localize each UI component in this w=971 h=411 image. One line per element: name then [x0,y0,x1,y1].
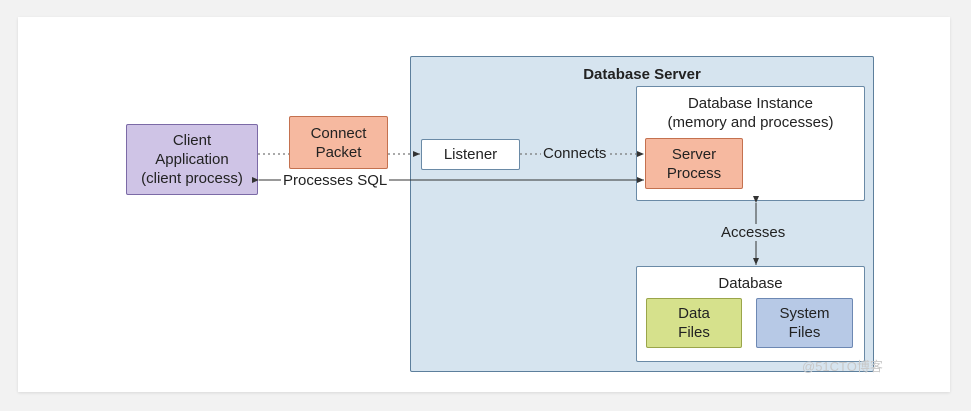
connects-label: Connects [541,145,609,162]
database-instance-title: Database Instance (memory and processes) [667,95,834,131]
accesses-label: Accesses [718,224,789,241]
database-server-title: Database Server [583,66,701,83]
server-process-box: Server Process [645,138,743,189]
database-title: Database [718,275,783,292]
data-files-box: Data Files [646,298,742,348]
client-application-box: Client Application (client process) [126,124,258,195]
server-process-label: Server Process [666,145,722,182]
listener-box: Listener [421,139,520,170]
processes-sql-label: Processes SQL [281,172,390,189]
system-files-label: System Files [779,305,830,341]
listener-label: Listener [443,146,498,163]
data-files-label: Data Files [678,305,710,341]
client-application-label: Client Application (client process) [141,132,243,187]
connect-packet-label: Connect Packet [310,124,367,161]
connect-packet-box: Connect Packet [289,116,388,169]
watermark: @51CTO博客 [802,359,883,374]
system-files-box: System Files [756,298,853,348]
